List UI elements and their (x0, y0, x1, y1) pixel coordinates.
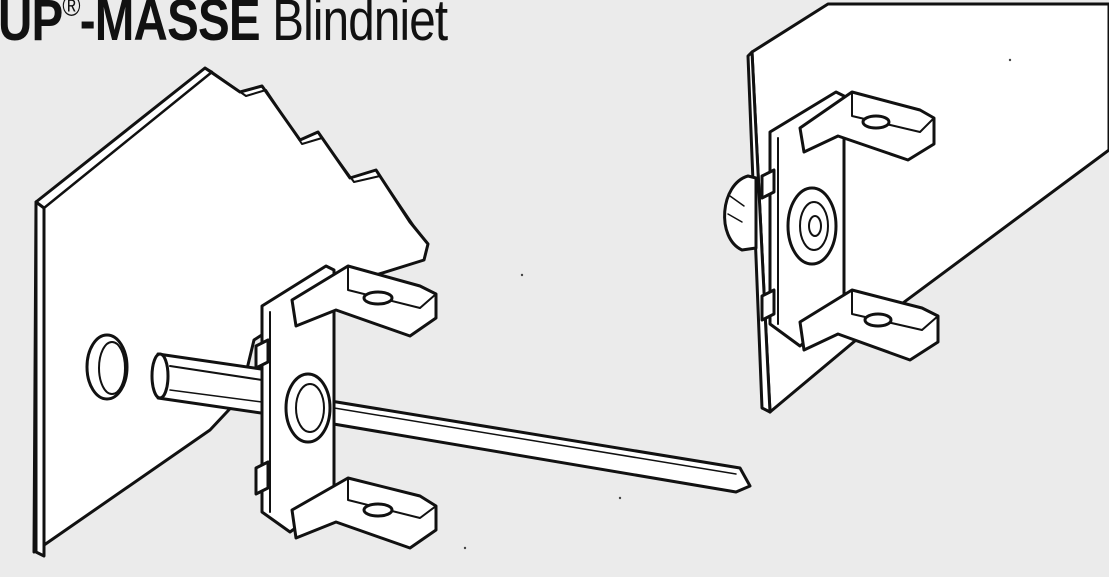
page-title: UP®-MASSE Blindniet (0, 0, 448, 53)
installed-rivet-head (723, 174, 758, 252)
title-product: -MASSE (79, 0, 261, 53)
title-brand: UP (0, 0, 63, 53)
title-subtitle: Blindniet (272, 0, 448, 53)
title-registered-mark: ® (62, 0, 80, 23)
left-sheet-panel (32, 66, 430, 558)
left-ground-terminal (254, 264, 438, 550)
right-ground-terminal (760, 90, 940, 362)
blind-rivet (150, 352, 752, 494)
